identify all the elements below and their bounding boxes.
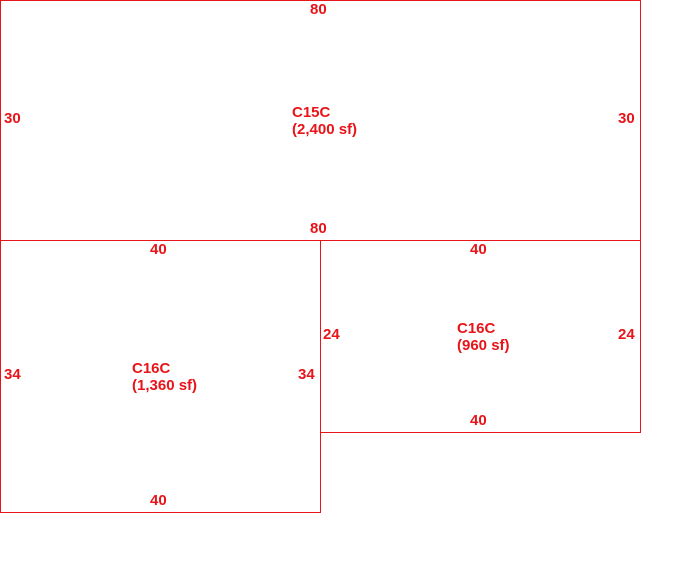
c16c-right-bottom-dimension: 40 bbox=[470, 412, 487, 429]
c16c-right-code: C16C bbox=[457, 320, 496, 337]
c16c-left-top-dimension: 40 bbox=[150, 241, 167, 258]
c16c-right-square-footage: (960 sf) bbox=[457, 337, 510, 354]
c16c-left-square-footage: (1,360 sf) bbox=[132, 377, 198, 394]
c16c-left-code: C16C bbox=[132, 360, 171, 377]
c16c-right-top-dimension: 40 bbox=[470, 241, 487, 258]
c16c-left-area-label: C16C (1,360 sf) bbox=[132, 360, 197, 394]
c15c-square-footage: (2,400 sf) bbox=[292, 121, 358, 138]
c15c-area-label: C15C (2,400 sf) bbox=[292, 104, 357, 138]
c15c-left-dimension: 30 bbox=[4, 110, 21, 127]
area-c16c-right-outline bbox=[320, 240, 641, 433]
c16c-right-area-label: C16C (960 sf) bbox=[457, 320, 510, 354]
c16c-left-left-dimension: 34 bbox=[4, 366, 21, 383]
c16c-left-right-dimension: 34 bbox=[298, 366, 315, 383]
c16c-right-right-dimension: 24 bbox=[618, 326, 635, 343]
c15c-top-dimension: 80 bbox=[310, 1, 327, 18]
c15c-bottom-dimension: 80 bbox=[310, 220, 327, 237]
c16c-left-bottom-dimension: 40 bbox=[150, 492, 167, 509]
c16c-right-left-dimension: 24 bbox=[323, 326, 340, 343]
c15c-right-dimension: 30 bbox=[618, 110, 635, 127]
c15c-code: C15C bbox=[292, 104, 331, 121]
